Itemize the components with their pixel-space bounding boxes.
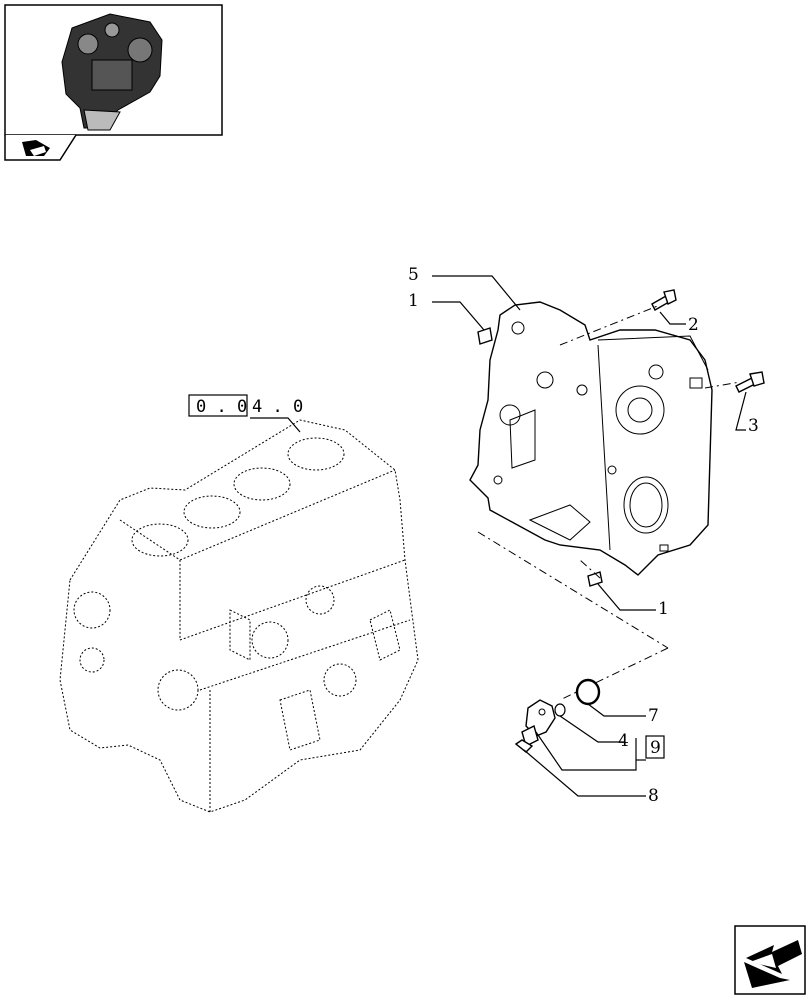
gear-housing-part (469, 301, 713, 576)
seal-ring-part (554, 703, 566, 717)
plug-part-top (477, 327, 493, 345)
callout-3[interactable]: 3 (748, 416, 759, 436)
book-tab[interactable] (4, 134, 77, 161)
reference-label[interactable]: 0 . 0 4 . 0 (188, 394, 303, 433)
engine-block-reference (59, 419, 419, 813)
callout-9: 9 (650, 738, 661, 758)
book-tab-icon (22, 140, 50, 156)
screw-part (514, 739, 534, 753)
cover-plate-part (521, 699, 556, 748)
plug-part-bottom (587, 571, 603, 587)
callout-4[interactable]: 4 (618, 731, 629, 751)
callout-8[interactable]: 8 (648, 786, 659, 806)
reference-group: 0 . 0 (196, 397, 247, 417)
alignment-lines (477, 304, 741, 701)
next-page-button[interactable] (734, 925, 806, 995)
callout-1-top[interactable]: 1 (408, 291, 419, 311)
engine-thumbnail[interactable] (4, 4, 223, 136)
callout-9-box[interactable]: 9 (645, 735, 665, 759)
bolt-part-3 (735, 371, 765, 393)
callout-1-bottom[interactable]: 1 (658, 599, 669, 619)
next-page-arrow-icon (744, 940, 802, 988)
callout-2[interactable]: 2 (688, 315, 699, 335)
engine-thumbnail-icon (61, 13, 163, 131)
callout-7[interactable]: 7 (648, 706, 659, 726)
o-ring-part (575, 678, 601, 706)
reference-suffix: 4 . 0 (252, 397, 303, 417)
callout-5[interactable]: 5 (408, 265, 419, 285)
leader-lines (432, 275, 747, 797)
